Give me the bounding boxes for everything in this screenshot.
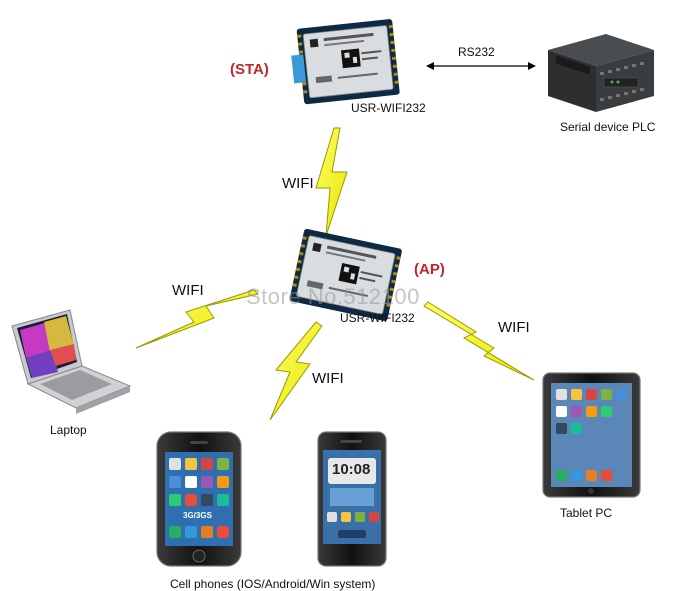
wifi-bolt-tablet xyxy=(423,301,535,381)
android-clock-text: 10:08 xyxy=(332,461,371,478)
wifi-label-phone: WIFI xyxy=(312,370,344,387)
laptop-label: Laptop xyxy=(50,423,87,437)
wifi-bolt-laptop xyxy=(135,289,259,349)
wifi-bolt-vertical xyxy=(315,127,348,237)
wifi-label-tablet: WIFI xyxy=(498,319,530,336)
wifi-bolt-phone xyxy=(269,321,323,421)
android-phone-device xyxy=(317,431,387,567)
iphone-screen-text: 3G/3GS xyxy=(183,511,212,520)
wifi-label-laptop: WIFI xyxy=(172,282,204,299)
plc-device xyxy=(548,34,654,112)
center-module-mode-label: (AP) xyxy=(414,261,445,278)
center-module-name: USR-WIFI232 xyxy=(340,311,415,325)
rs232-arrow xyxy=(426,62,536,70)
wifi-label-vertical: WIFI xyxy=(282,175,314,192)
top-module-name: USR-WIFI232 xyxy=(351,101,426,115)
plc-label: Serial device PLC xyxy=(560,120,656,134)
top-module-mode-label: (STA) xyxy=(230,61,269,78)
tablet-label: Tablet PC xyxy=(560,506,613,520)
iphone-app-grid xyxy=(169,458,229,538)
rs232-label: RS232 xyxy=(458,45,495,59)
tablet-device xyxy=(542,372,641,498)
wifi-module-top xyxy=(291,19,400,105)
store-watermark: Store No.512100 xyxy=(246,284,420,309)
phones-label: Cell phones (IOS/Android/Win system) xyxy=(170,577,376,591)
wifi-module-center xyxy=(289,228,402,322)
iphone-device xyxy=(156,431,242,567)
laptop-device xyxy=(11,309,132,414)
